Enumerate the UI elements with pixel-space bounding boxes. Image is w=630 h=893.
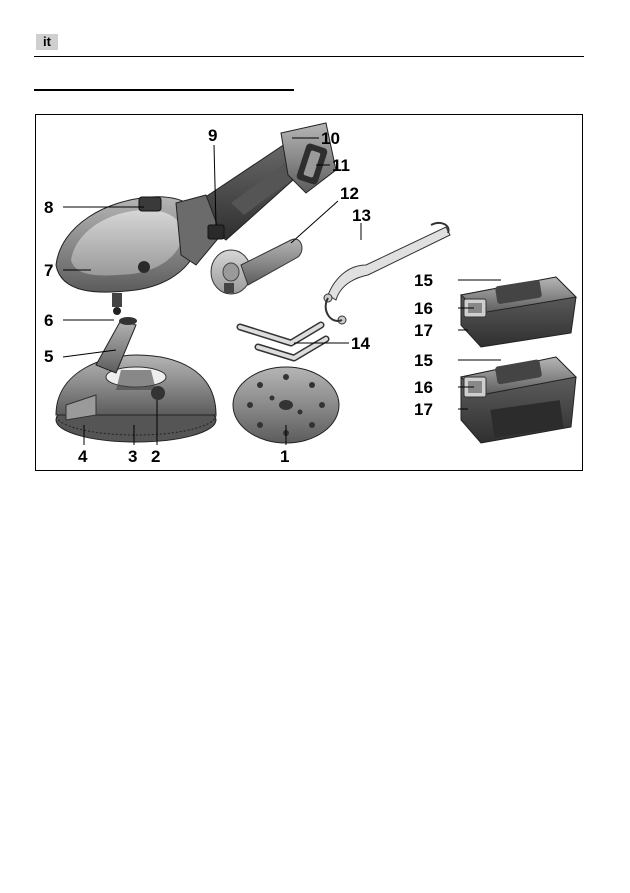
callout-9: 9 [208,126,217,145]
battery-pack-large [461,357,576,443]
callout-13: 13 [352,206,371,225]
callout-8: 8 [44,198,53,217]
hex-keys [240,325,326,358]
callout-3: 3 [128,447,137,466]
product-overview-figure: 8 7 6 5 4 3 2 1 9 10 11 12 13 14 15 16 1… [35,114,583,471]
battery-pack-small [461,277,576,347]
auxiliary-handle [211,239,302,294]
extraction-hood [56,317,216,442]
callout-2: 2 [151,447,160,466]
callout-15-small: 15 [414,271,433,290]
callout-4: 4 [78,447,88,466]
callout-7: 7 [44,261,53,280]
callout-10: 10 [321,129,340,148]
callout-17-small: 17 [414,321,433,340]
callout-16-large: 16 [414,378,433,397]
callout-17-large: 17 [414,400,433,419]
callout-14: 14 [351,334,370,353]
callout-15-large: 15 [414,351,433,370]
callout-1: 1 [280,447,289,466]
callout-11: 11 [332,156,350,175]
header-rule [34,56,584,57]
callout-5: 5 [44,347,53,366]
figure-illustration: 8 7 6 5 4 3 2 1 9 10 11 12 13 14 15 16 1… [36,115,584,472]
section-heading-rule [34,89,294,91]
language-tag: it [36,34,58,50]
polisher-tool [56,123,336,315]
callout-16-small: 16 [414,299,433,318]
callout-6: 6 [44,311,53,330]
callout-12: 12 [340,184,359,203]
